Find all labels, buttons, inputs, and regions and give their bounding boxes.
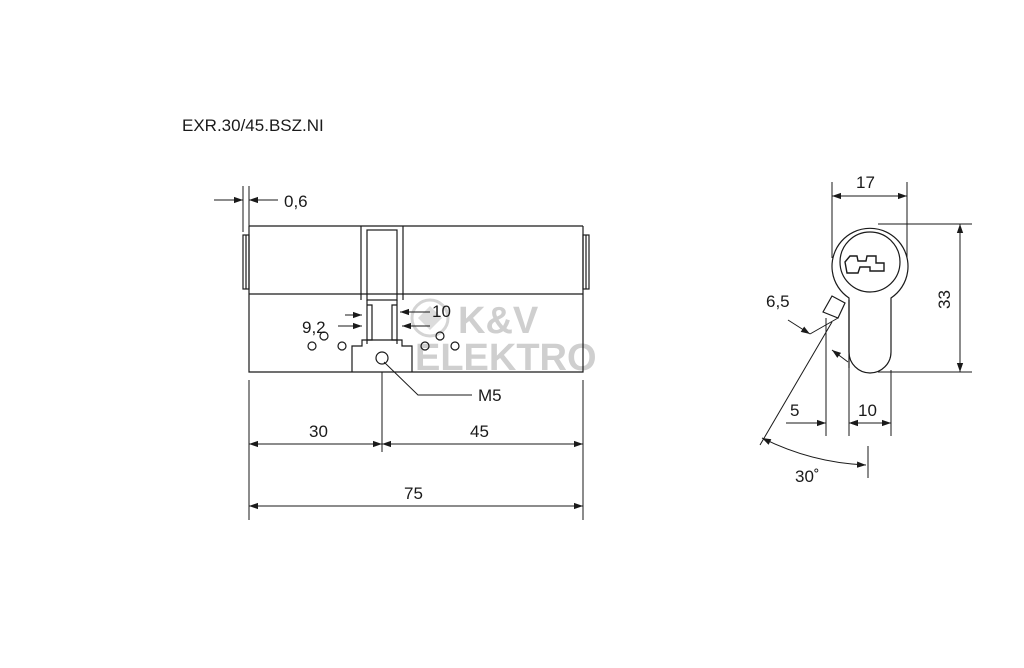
cylinder-side-view [822,227,909,374]
dim-body-width-label: 10 [858,401,877,420]
cylinder-front-view [242,225,590,373]
watermark-line2: ELEKTRO [415,337,597,379]
dim-total-length-label: 75 [404,484,423,503]
dim-offset-label: 5 [790,401,799,420]
dim-cam-offset-label: 9,2 [302,318,326,337]
dim-height-label: 33 [935,290,954,309]
watermark-line1: K&V [458,300,539,342]
dim-angle-label: 30˚ [795,467,820,486]
dim-gap-label: 0,6 [284,192,308,211]
drawing-title: EXR.30/45.BSZ.NI [182,116,324,135]
dim-left-length-label: 30 [309,422,328,441]
front-dimension-lines [214,186,584,520]
dim-right-length-label: 45 [470,422,489,441]
screw-thread-label: M5 [478,386,502,405]
side-dimension-lines [759,182,972,478]
dim-cam-width-label: 10 [432,302,451,321]
dim-width-label: 17 [856,173,875,192]
dim-cam-thickness-label: 6,5 [766,292,790,311]
